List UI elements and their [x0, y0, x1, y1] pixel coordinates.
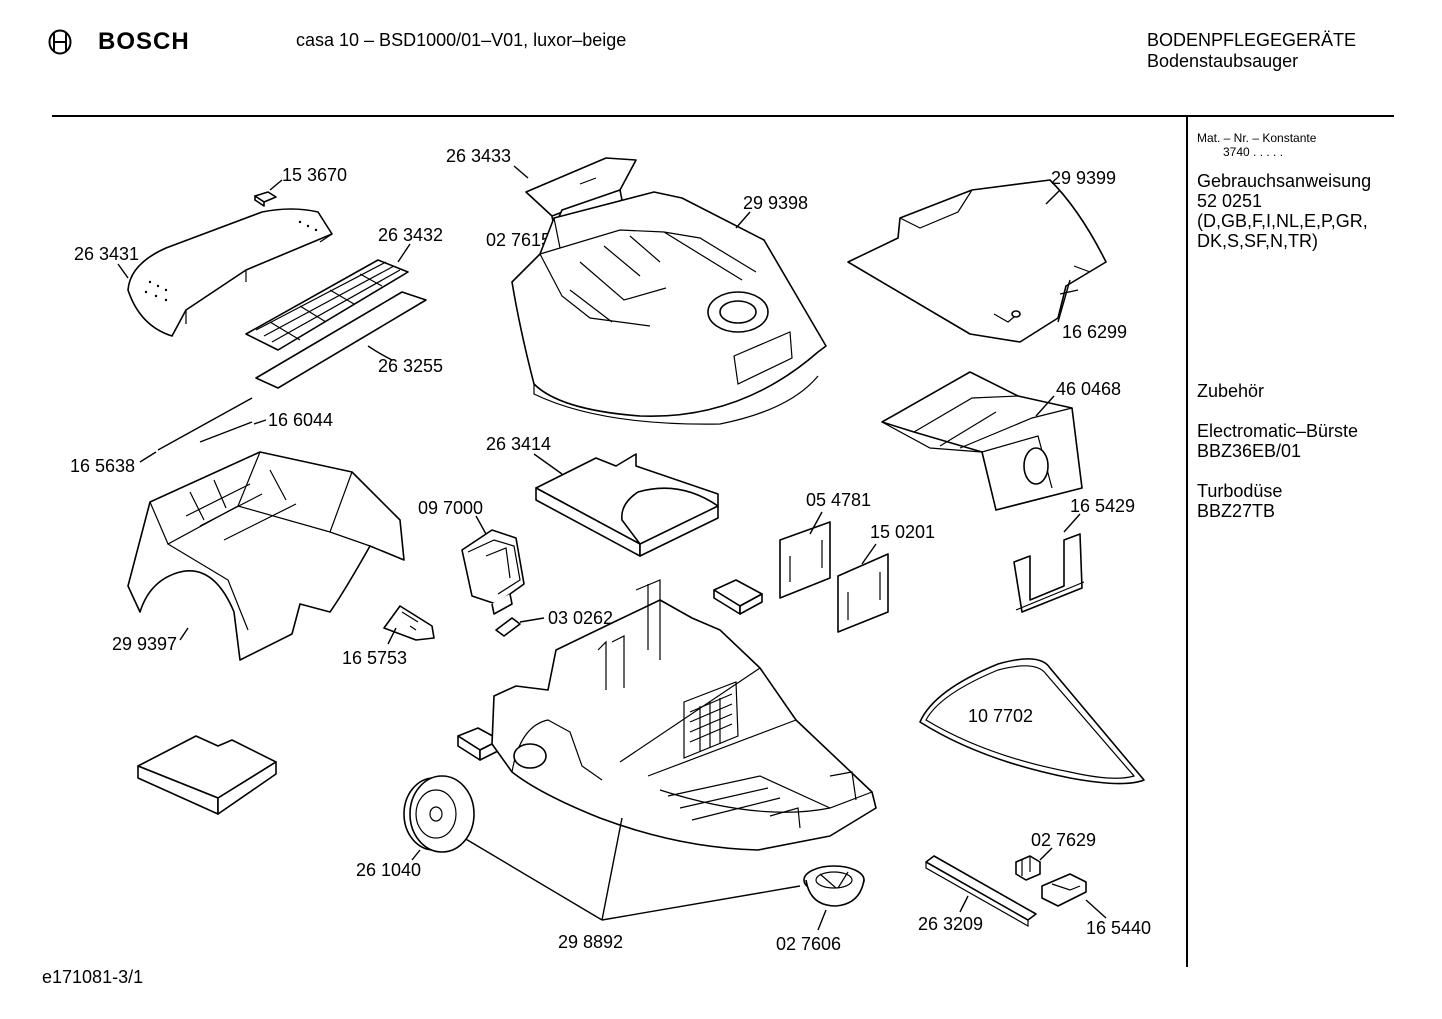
sheet-title: casa 10 – BSD1000/01–V01, luxor–beige — [296, 30, 627, 50]
accessory-2-name: Turbodüse — [1197, 481, 1283, 501]
label-027615: 02 7615 — [486, 230, 551, 250]
part-299399: 29 9399 — [847, 168, 1116, 343]
part-filter-pad-left — [137, 735, 277, 815]
label-298892: 29 8892 — [558, 932, 623, 952]
label-166299: 16 6299 — [1062, 322, 1127, 342]
part-097000: 09 7000 — [418, 498, 525, 615]
part-165429: 16 5429 — [1013, 496, 1135, 613]
part-460468: 46 0468 — [881, 371, 1121, 511]
part-166299: 16 6299 — [1057, 279, 1127, 342]
category-block: BODENPFLEGEGERÄTE Bodenstaubsauger — [1147, 30, 1356, 72]
label-165638: 16 5638 — [70, 456, 135, 476]
part-150201: 15 0201 — [837, 522, 935, 633]
label-027606: 02 7606 — [776, 934, 841, 954]
label-299397: 29 9397 — [112, 634, 177, 654]
label-097000: 09 7000 — [418, 498, 483, 518]
label-107702: 10 7702 — [968, 706, 1033, 726]
label-261040: 26 1040 — [356, 860, 421, 880]
label-165429: 16 5429 — [1070, 496, 1135, 516]
label-153670: 15 3670 — [282, 165, 347, 185]
part-261040: 26 1040 — [356, 775, 475, 880]
part-165440: 16 5440 — [1041, 873, 1151, 938]
sidebar: Mat. – Nr. – Konstante 3740 . . . . . Ge… — [1197, 131, 1392, 521]
category-subtitle: Bodenstaubsauger — [1147, 51, 1299, 71]
mat-label: Mat. – Nr. – Konstante — [1197, 131, 1317, 145]
label-027629: 02 7629 — [1031, 830, 1096, 850]
manual-title: Gebrauchsanweisung — [1197, 171, 1372, 191]
label-460468: 46 0468 — [1056, 379, 1121, 399]
brand-name: BOSCH — [98, 28, 190, 55]
part-263209: 26 3209 — [918, 855, 1037, 934]
part-298892: 29 8892 — [463, 579, 877, 952]
header-rule — [52, 115, 1394, 117]
part-030262: 03 0262 — [495, 608, 613, 637]
label-030262: 03 0262 — [548, 608, 613, 628]
label-150201: 15 0201 — [870, 522, 935, 542]
part-027629: 02 7629 — [1015, 830, 1096, 881]
label-263432: 26 3432 — [378, 225, 443, 245]
part-299398: 29 9398 — [511, 191, 827, 425]
part-153670: 15 3670 — [254, 165, 347, 207]
part-263255: 26 3255 — [255, 291, 443, 389]
label-263433: 26 3433 — [446, 146, 511, 166]
accessory-1-code: BBZ36EB/01 — [1197, 441, 1302, 461]
drawing-reference: e171081-3/1 — [42, 967, 144, 987]
label-263431: 26 3431 — [74, 244, 139, 264]
label-165753: 16 5753 — [342, 648, 407, 668]
label-263414: 26 3414 — [486, 434, 551, 454]
part-166044: 16 6044 — [199, 410, 333, 443]
part-027606: 02 7606 — [776, 865, 865, 954]
accessory-1-name: Electromatic–Bürste — [1197, 421, 1359, 441]
label-165440: 16 5440 — [1086, 918, 1151, 938]
part-054781: 05 4781 — [779, 490, 871, 599]
part-263414: 26 3414 — [486, 434, 719, 557]
label-299399: 29 9399 — [1051, 168, 1116, 188]
label-054781: 05 4781 — [806, 490, 871, 510]
exploded-parts-diagram: 15 3670 26 3431 26 3432 26 3255 16 6044 … — [70, 146, 1151, 954]
part-299397: 29 9397 — [112, 451, 405, 661]
sidebar-separator — [1186, 115, 1188, 967]
part-165753: 16 5753 — [342, 605, 435, 668]
bosch-armature-icon — [48, 29, 72, 55]
label-263209: 26 3209 — [918, 914, 983, 934]
label-166044: 16 6044 — [268, 410, 333, 430]
part-107702: 10 7702 — [919, 658, 1145, 785]
category-title: BODENPFLEGEGERÄTE — [1147, 30, 1357, 50]
part-buffer-block — [713, 579, 763, 615]
mat-value: 3740 . . . . . — [1223, 145, 1284, 159]
label-299398: 29 9398 — [743, 193, 808, 213]
manual-number: 52 0251 — [1197, 191, 1263, 211]
manual-languages: (D,GB,F,I,NL,E,P,GR, — [1197, 211, 1368, 231]
manual-languages-cont: DK,S,SF,N,TR) — [1197, 231, 1319, 251]
part-165638: 16 5638 — [70, 397, 253, 476]
accessories-title: Zubehör — [1197, 381, 1265, 401]
part-263431: 26 3431 — [74, 208, 333, 337]
brand-logo: BOSCH — [48, 28, 190, 56]
part-263432: 26 3432 — [245, 225, 443, 351]
label-263255: 26 3255 — [378, 356, 443, 376]
accessory-2-code: BBZ27TB — [1197, 501, 1276, 521]
